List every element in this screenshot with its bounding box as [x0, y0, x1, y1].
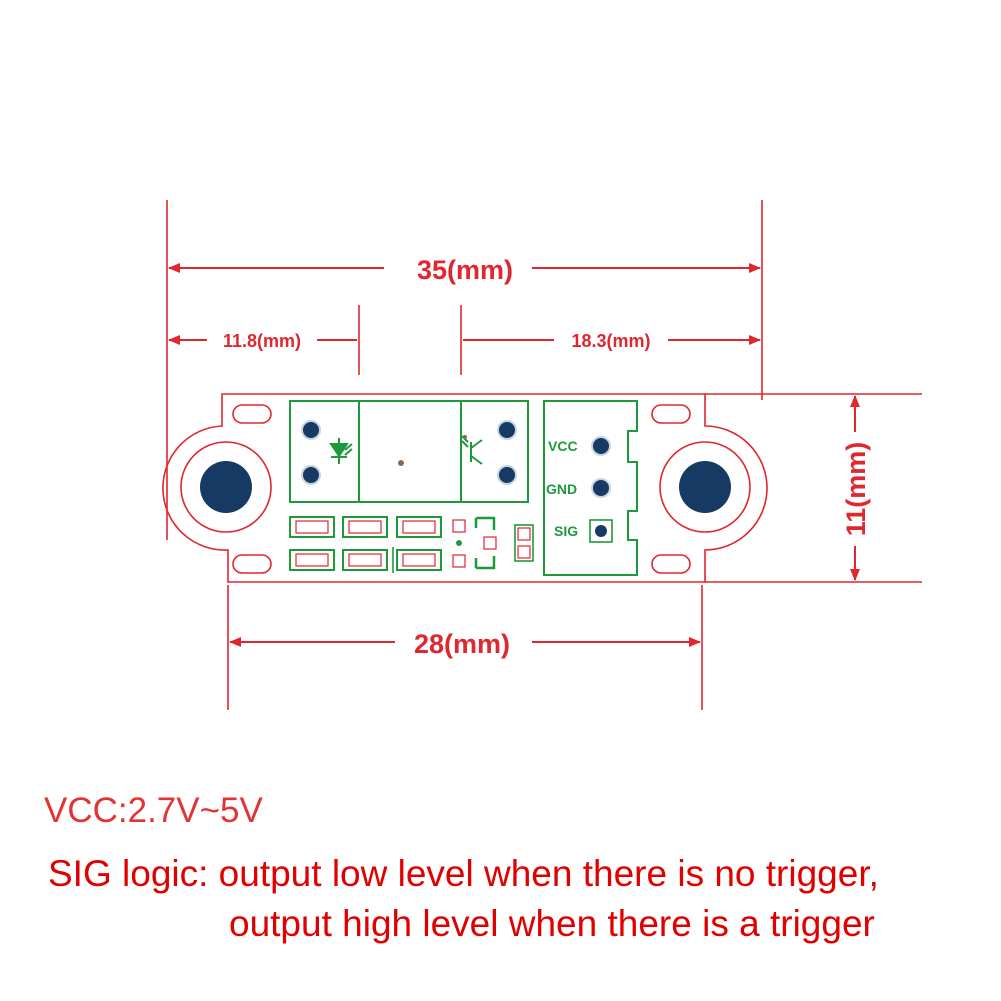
smd-components	[289, 516, 442, 571]
hole-spacing-label: 28(mm)	[414, 629, 510, 659]
receiver-pin-2	[497, 465, 517, 485]
connector-pin-sig-pad	[589, 519, 613, 543]
right-offset-label: 18.3(mm)	[571, 331, 650, 351]
phototransistor-symbol-icon	[461, 435, 483, 465]
pcb-outline	[162, 393, 768, 583]
led-pad	[483, 536, 497, 550]
left-mounting-hole	[200, 461, 252, 513]
connector-pin-sig	[595, 525, 607, 537]
receiver-pin-1	[497, 420, 517, 440]
small-pad-2	[452, 554, 466, 568]
board-width-label: 11(mm)	[841, 442, 871, 537]
dimension-left-offset: 11.8(mm)	[168, 331, 357, 351]
dimension-hole-spacing: 28(mm)	[229, 629, 701, 659]
sig-logic-note-line2: output high level when there is a trigge…	[229, 903, 875, 944]
small-pad-1	[452, 519, 466, 533]
dimension-board-width: 11(mm)	[841, 395, 871, 581]
vcc-range-note: VCC:2.7V~5V	[44, 791, 263, 830]
resistor-inner-pads	[517, 527, 531, 559]
resistor-pads	[514, 524, 534, 562]
dimension-overall-length: 35(mm)	[168, 255, 761, 285]
right-mounting-hole	[679, 461, 731, 513]
led-outline-bracket	[474, 516, 496, 570]
emitter-pin-2	[301, 465, 321, 485]
smd-pad-fills	[295, 520, 436, 567]
optical-sensor	[289, 400, 529, 503]
connector-outline	[543, 400, 638, 576]
left-offset-label: 11.8(mm)	[223, 331, 301, 351]
pin-label-sig: SIG	[554, 523, 578, 539]
pin-label-vcc: VCC	[548, 438, 578, 454]
sensor-center-dot	[398, 460, 404, 466]
sig-logic-note-line1: SIG logic: output low level when there i…	[48, 853, 879, 894]
pin-label-gnd: GND	[546, 481, 577, 497]
polarity-dot	[456, 540, 462, 546]
led-symbol-icon	[329, 438, 353, 464]
connector-pin-vcc	[591, 436, 611, 456]
dimension-right-offset: 18.3(mm)	[463, 331, 761, 351]
connector-pin-gnd	[591, 478, 611, 498]
overall-length-label: 35(mm)	[417, 255, 513, 285]
extension-lines	[166, 200, 922, 710]
emitter-pin-1	[301, 420, 321, 440]
